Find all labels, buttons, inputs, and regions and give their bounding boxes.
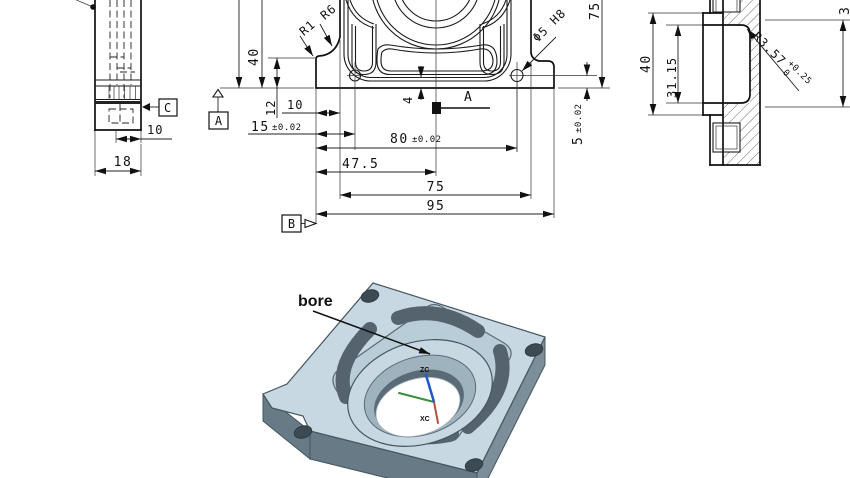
callout-text: R6 (318, 1, 340, 22)
datum-c-label: C (164, 101, 171, 115)
dim-text: 75 (588, 1, 603, 20)
datum-b-flag: B (281, 214, 318, 233)
dim-tolerance: ±0.02 (574, 103, 584, 133)
dim-text: 47.5 (342, 157, 379, 172)
dim-text: 18 (114, 155, 133, 170)
dim-text: 95 (427, 199, 446, 214)
dimension-section-3-partial: 3 (765, 6, 850, 108)
section-label: A (464, 90, 473, 105)
datum-b-label: B (288, 217, 295, 231)
section-side-view: 40 31.15 R3.57 +0.25 0 3 (639, 0, 850, 166)
dimension-front-75-right: 75 (588, 0, 606, 88)
dim-text: 31.15 (665, 57, 679, 98)
dimension-front-12: 12 (264, 58, 281, 118)
dimension-front-10: 10 (282, 98, 340, 117)
callout-tol-lower: 0 (780, 68, 791, 79)
dim-text: 4 (401, 96, 415, 104)
bore-annotation: bore (298, 293, 431, 355)
dim-text: 10 (287, 98, 303, 112)
dimension-front-5: 5 ±0.02 (571, 62, 591, 145)
fillet-callout-r1: R1 (297, 17, 319, 57)
dimension-front-15: 15 ±0.02 (248, 120, 355, 138)
bore-hole (375, 377, 461, 437)
dimension-front-47-5: 47.5 (316, 157, 436, 176)
dimension-section-31-15: 31.15 (665, 24, 702, 104)
axis-z-label: ZC (420, 367, 429, 374)
axis-x-label: XC (420, 416, 430, 423)
corner-holes (293, 289, 544, 472)
dim-text: 75 (427, 180, 446, 195)
dimension-left-18: 18 (94, 131, 142, 176)
left-side-view: C 10 18 (75, 0, 178, 176)
dimension-front-4: 4 (401, 66, 428, 104)
fillet-callout-r6: R6 (318, 1, 340, 47)
bore-boss (347, 339, 493, 447)
dim-text: 40 (247, 47, 262, 66)
dim-tolerance: ±0.02 (272, 123, 302, 133)
dimension-front-80: 80 ±0.02 (316, 82, 518, 152)
callout-text: Φ5 H8 (530, 6, 569, 45)
dim-text: 10 (147, 123, 163, 137)
dimension-front-95: 95 (316, 199, 554, 218)
datum-c-flag: C (142, 98, 178, 117)
dim-text: 5 (571, 136, 586, 145)
dimension-left-10: 10 (115, 123, 172, 143)
section-a-marker: A (432, 90, 490, 114)
dim-text: 80 (390, 132, 409, 147)
dimension-front-75: 75 (340, 180, 531, 199)
bore-label: bore (298, 293, 333, 310)
front-view: 40 12 10 15 ±0.02 80 ±0.0 (208, 0, 610, 233)
dim-text: 40 (639, 54, 654, 73)
mount-hole-right (510, 68, 524, 83)
model-3d: ZC XC bore (262, 282, 546, 478)
datum-a-label: A (215, 114, 223, 128)
datum-a-flag: A (208, 88, 229, 130)
dim-text: 15 (251, 120, 270, 135)
dim-text: 12 (264, 100, 278, 116)
dim-tolerance: ±0.02 (412, 135, 442, 145)
callout-text: R1 (297, 17, 319, 38)
mount-hole-left (348, 69, 362, 82)
side-face-notch (262, 392, 311, 461)
wcs-triad: ZC XC (398, 367, 439, 424)
dimension-section-40: 40 (639, 12, 702, 116)
dim-text: 3 (838, 6, 850, 15)
dimension-front-40: 40 (235, 0, 266, 88)
